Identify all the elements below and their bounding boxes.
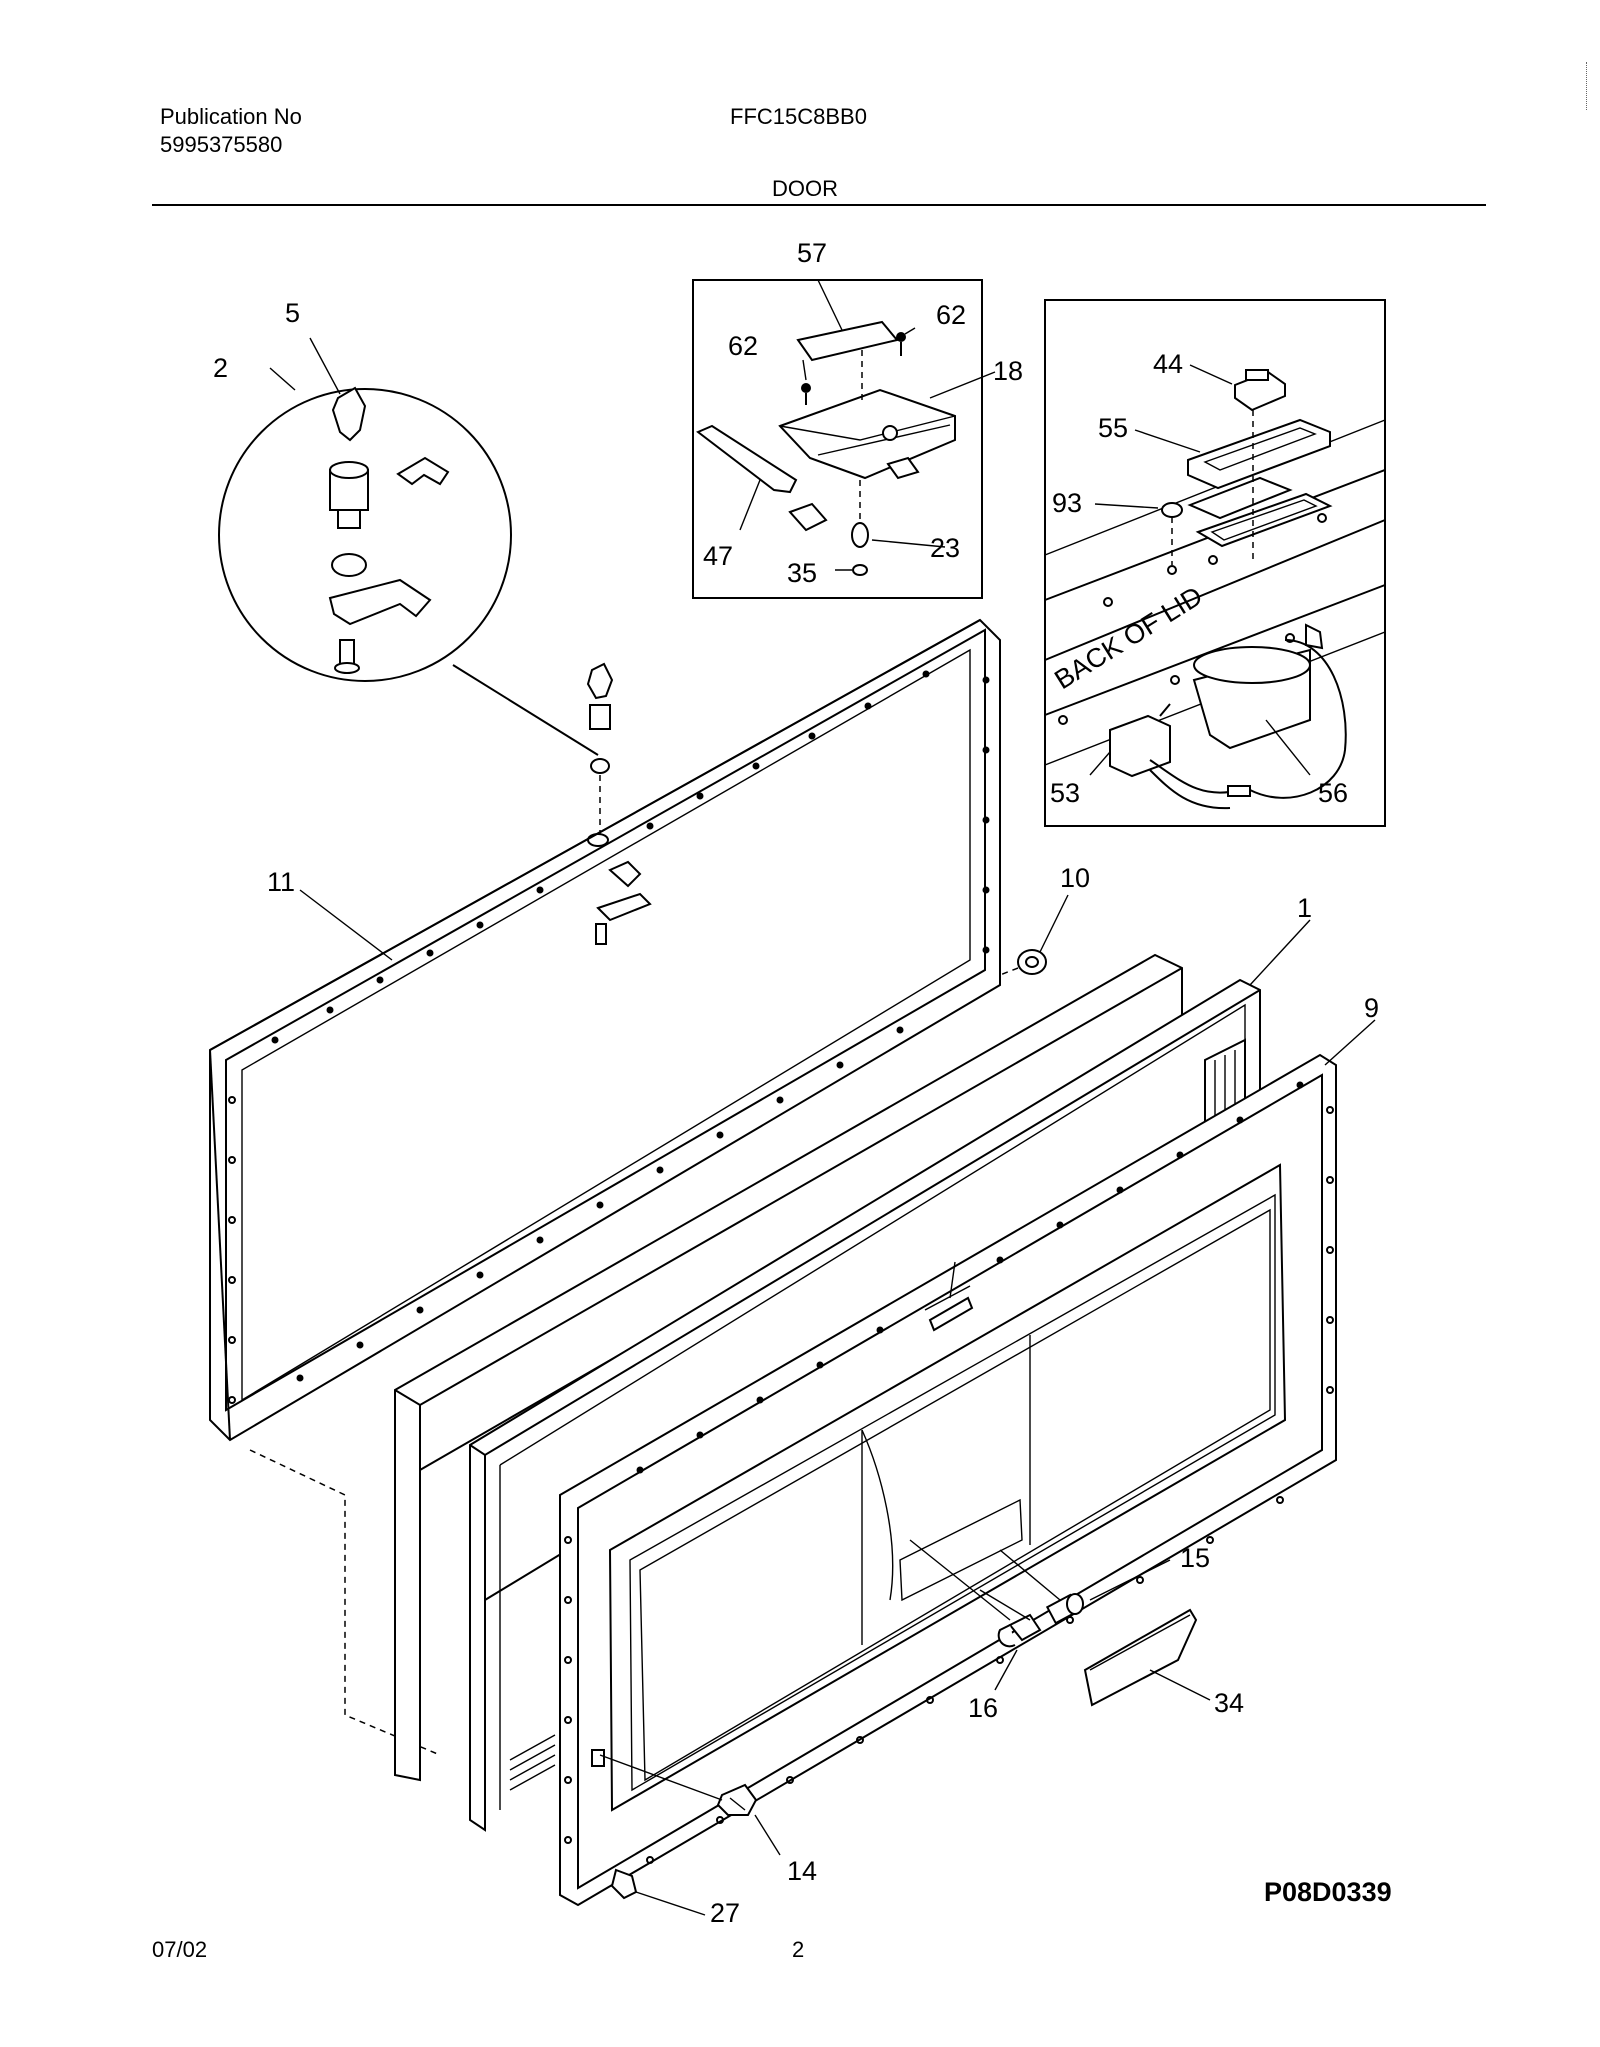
section-title: DOOR — [772, 176, 838, 201]
leader-2 — [269, 367, 296, 391]
insulation-slab — [394, 953, 1183, 1782]
header-rule — [152, 204, 1486, 206]
inner-door-liner — [509, 1053, 1337, 1907]
handle-trim — [1083, 1608, 1211, 1707]
callout-56: 56 — [1318, 778, 1348, 808]
callout-1: 1 — [1297, 893, 1312, 923]
footer-date: 07/02 — [152, 1937, 208, 1962]
callout-62-left: 62 — [728, 331, 758, 361]
callout-93: 93 — [1052, 488, 1082, 518]
publication-number: 5995375580 — [160, 132, 283, 157]
hinge-clip — [599, 1754, 781, 1856]
callout-62-right: 62 — [936, 300, 966, 330]
model-number: FFC15C8BB0 — [730, 104, 867, 129]
callout-34: 34 — [1214, 1688, 1244, 1718]
screw-part — [610, 1868, 706, 1916]
callout-9: 9 — [1364, 993, 1379, 1023]
lid-outer-panel — [209, 618, 1001, 1442]
scan-edge-mark — [1586, 62, 1587, 110]
control-inset — [692, 279, 996, 599]
callout-15: 15 — [1180, 1543, 1210, 1573]
callout-44: 44 — [1153, 349, 1183, 379]
callout-16: 16 — [968, 1693, 998, 1723]
leader-9 — [1324, 1019, 1376, 1066]
callout-2: 2 — [213, 353, 228, 383]
callout-14: 14 — [787, 1856, 817, 1886]
publication-label: Publication No — [160, 104, 302, 129]
callout-23: 23 — [930, 533, 960, 563]
callout-47: 47 — [703, 541, 733, 571]
callout-5: 5 — [285, 298, 300, 328]
leader-1 — [1249, 919, 1311, 986]
assembly-guide-line — [249, 1449, 441, 1756]
callout-55: 55 — [1098, 413, 1128, 443]
callout-35: 35 — [787, 558, 817, 588]
callout-11: 11 — [267, 867, 295, 897]
page-number: 2 — [792, 1937, 805, 1962]
back-of-lid-label: BACK OF LID — [1049, 581, 1207, 695]
lid-lock-assembly — [586, 662, 652, 945]
leader-5 — [309, 337, 341, 395]
leader-10 — [1039, 894, 1069, 953]
drawing-code: P08D0339 — [1264, 1877, 1392, 1907]
callout-53: 53 — [1050, 778, 1080, 808]
callout-10: 10 — [1060, 863, 1090, 893]
light-switch-inset — [1044, 299, 1386, 827]
leader-11 — [299, 889, 393, 961]
callout-18: 18 — [993, 356, 1023, 386]
callout-27: 27 — [710, 1898, 740, 1928]
hinge-bolt — [999, 949, 1047, 976]
callout-57: 57 — [797, 238, 827, 268]
lock-detail-inset — [218, 386, 599, 756]
knob-and-shaft — [909, 1539, 1171, 1691]
